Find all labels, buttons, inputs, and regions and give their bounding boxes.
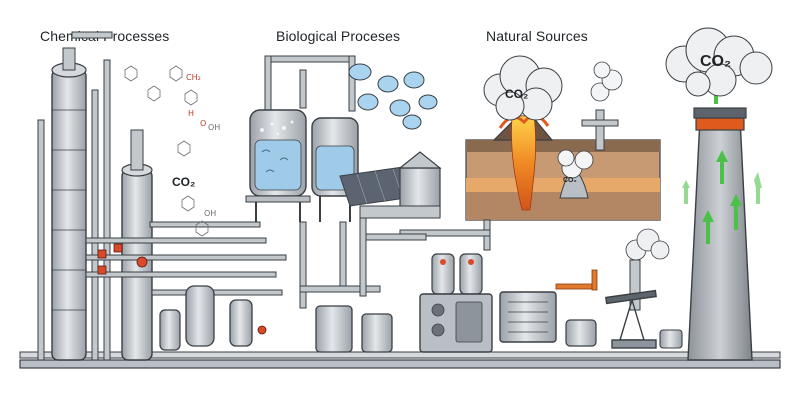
stack-smoke-cloud (665, 27, 773, 97)
valve-icons (97, 243, 267, 335)
central-processing (299, 217, 683, 353)
pump-icon (565, 319, 683, 349)
heat-exchanger-icon (499, 291, 557, 343)
chemical-plant: CH₂ OH OH H O CO₂ (37, 31, 287, 361)
secondary-column-icon (121, 129, 153, 361)
main-machine-icon (419, 293, 493, 353)
co2-label-natural-cloud: CO₂ (505, 87, 528, 101)
pipe-rack (85, 221, 287, 296)
chem-fragment-h: H (188, 109, 194, 118)
filter-unit-icon (315, 305, 393, 353)
co2-label-natural-vent: CO₂ (563, 177, 577, 184)
ground-rail (19, 359, 781, 369)
chem-fragment-o: O (200, 119, 206, 128)
chem-fragment-oh-b: OH (204, 209, 216, 218)
chem-fragment-ch2: CH₂ (186, 73, 201, 82)
reactor-vessel-icon (159, 285, 253, 351)
chem-fragment-oh-a: OH (208, 123, 220, 132)
small-chimney-icon (625, 228, 670, 311)
processing-unit (339, 151, 442, 219)
bio-plant (245, 55, 442, 222)
stack-band (695, 117, 745, 131)
microbe-icon (348, 63, 438, 130)
natural-sources: CO₂ CO₂ (399, 55, 661, 251)
pump-jack-icon (605, 289, 657, 349)
co2-label-chemical: CO₂ (172, 175, 195, 189)
distillation-column-icon (51, 47, 87, 361)
base-platform (19, 351, 781, 359)
heading-biological-processes: Biological Proceses (276, 28, 401, 44)
separator-tanks-icon (431, 253, 483, 295)
bioreactor-icon (245, 109, 311, 222)
molecule-sketches (124, 65, 209, 237)
green-arrow-icon (682, 72, 762, 244)
smoke-cloud-icon (483, 55, 563, 121)
co2-label-stack: CO₂ (700, 53, 731, 70)
smokestack-icon: CO₂ (665, 27, 773, 361)
bioreactor-2-icon (311, 117, 359, 222)
heading-natural-sources: Natural Sources (486, 28, 588, 44)
geothermal-vent (557, 61, 623, 199)
